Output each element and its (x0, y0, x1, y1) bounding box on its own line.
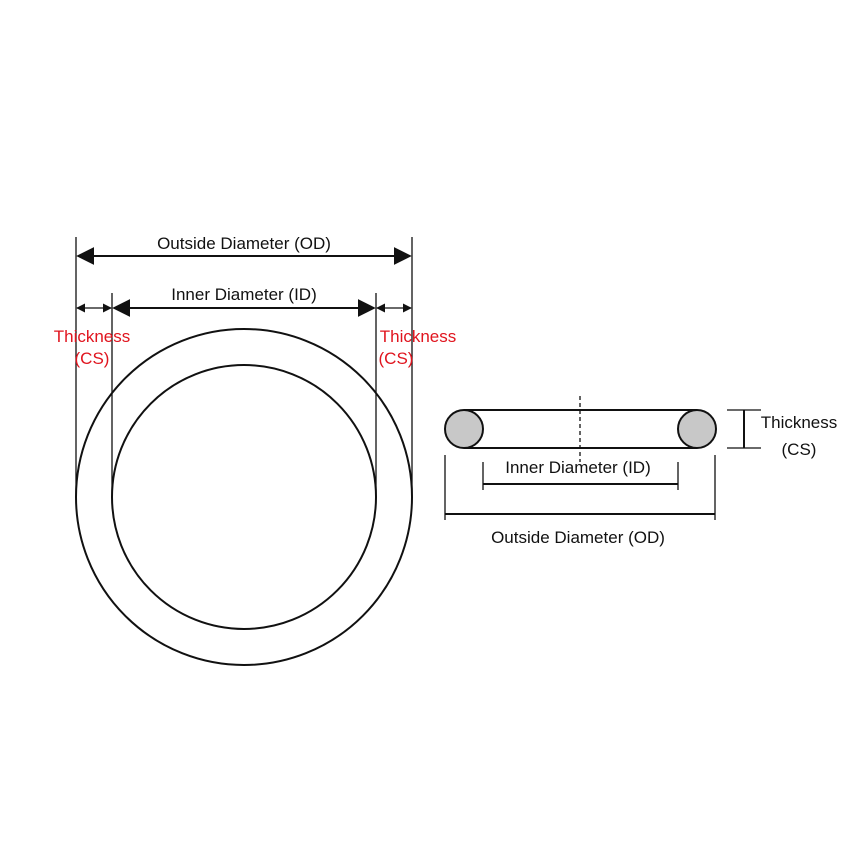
side-thickness-label-line1: Thickness (761, 413, 838, 432)
thickness-left-label-line2: (CS) (75, 349, 110, 368)
thickness-left-label-line1: Thickness (54, 327, 131, 346)
inner-ring-circle (111, 364, 377, 630)
cross-section-right (677, 409, 717, 449)
side-view: Thickness (CS) Inner Diameter (ID) Outsi… (444, 396, 838, 547)
thickness-right-label-line2: (CS) (379, 349, 414, 368)
side-od-label: Outside Diameter (OD) (491, 528, 665, 547)
cross-section-left (444, 409, 484, 449)
side-thickness-label-line2: (CS) (782, 440, 817, 459)
id-label: Inner Diameter (ID) (171, 285, 316, 304)
od-label: Outside Diameter (OD) (157, 234, 331, 253)
outer-ring-circle (75, 328, 413, 666)
thickness-right-label-line1: Thickness (380, 327, 457, 346)
side-id-label: Inner Diameter (ID) (505, 458, 650, 477)
front-view: Outside Diameter (OD) Inner Diameter (ID… (54, 234, 457, 666)
